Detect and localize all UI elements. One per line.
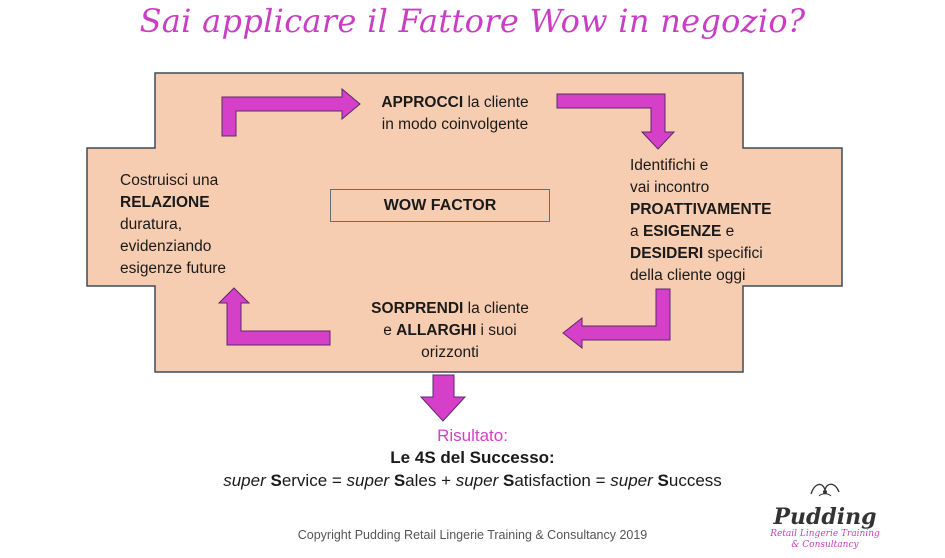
flourish-icon: [810, 483, 840, 497]
arrow-top-to-right: [556, 93, 676, 150]
arrow-down-to-result: [419, 374, 467, 422]
logo-subtitle-2: & Consultancy: [791, 540, 859, 550]
arrow-bottom-to-left: [217, 287, 331, 346]
result-heading: Le 4S del Successo:: [390, 448, 555, 467]
wow-factor-label: WOW FACTOR: [330, 189, 550, 222]
arrow-right-to-bottom: [562, 288, 671, 350]
pudding-logo: Pudding Retail Lingerie Training & Consu…: [760, 478, 890, 551]
logo-subtitle: Retail Lingerie Training: [770, 529, 880, 539]
copyright-text: Copyright Pudding Retail Lingerie Traini…: [297, 528, 648, 542]
logo-name: Pudding: [773, 504, 877, 530]
page-title: Sai applicare il Fattore Wow in negozio?: [139, 2, 806, 40]
step-approach: APPROCCI la cliente in modo coinvolgente: [381, 94, 529, 133]
step-surprise: SORPRENDI la cliente e ALLARGHI i suoi o…: [371, 300, 529, 361]
step-identify: Identifichi e vai incontro PROATTIVAMENT…: [630, 157, 772, 284]
result-formula: super Service = super Sales + super Sati…: [223, 471, 722, 490]
step-relationship: Costruisci una RELAZIONE duratura, evide…: [120, 172, 226, 277]
board-cross-shape: [86, 72, 843, 373]
result-label: Risultato:: [437, 426, 508, 445]
arrow-left-to-top: [221, 87, 361, 137]
